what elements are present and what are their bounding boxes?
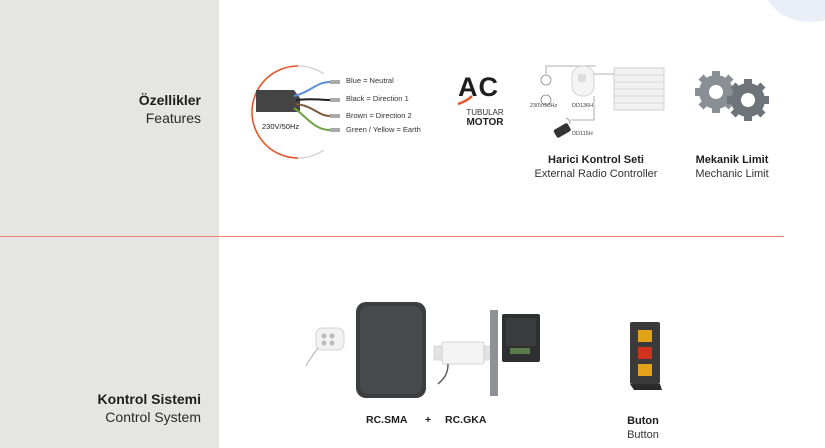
ext-voltage: 230V/50Hz bbox=[530, 103, 558, 109]
external-title-tr: Harici Kontrol Seti bbox=[548, 154, 644, 166]
button-title-en: Button bbox=[627, 429, 659, 441]
ac-logo-line2: MOTOR bbox=[466, 117, 504, 128]
features-label-en: Features bbox=[145, 110, 201, 126]
mechanic-title-en: Mechanic Limit bbox=[695, 168, 769, 180]
gears-icon bbox=[695, 71, 769, 121]
rc-gka-label: RC.GKA bbox=[445, 414, 487, 426]
ac-logo-text: AC bbox=[458, 72, 499, 102]
rc-sma-label: RC.SMA bbox=[366, 414, 408, 426]
section-divider bbox=[0, 236, 784, 237]
remote-code: DD115H bbox=[572, 131, 593, 137]
motor-voltage: 230V/50Hz bbox=[262, 122, 300, 131]
motor-wiring-diagram bbox=[251, 65, 340, 159]
wire-black: Black = Direction 1 bbox=[346, 94, 409, 103]
features-label-tr: Özellikler bbox=[138, 92, 201, 108]
mechanic-limit-caption: Mekanik Limit Mechanic Limit bbox=[682, 153, 782, 181]
ac-motor-logo bbox=[457, 95, 473, 106]
button-title-tr: Buton bbox=[627, 415, 659, 427]
external-controller-illustration bbox=[540, 65, 665, 138]
wire-brown: Brown = Direction 2 bbox=[346, 111, 412, 120]
receiver-code: DD136H bbox=[572, 103, 594, 109]
features-heading: Özellikler Features bbox=[139, 91, 201, 127]
external-controller-caption: Harici Kontrol Seti External Radio Contr… bbox=[526, 153, 666, 181]
plus-sign: + bbox=[425, 414, 432, 426]
left-column bbox=[0, 0, 219, 448]
control-heading: Kontrol Sistemi Control System bbox=[98, 390, 201, 426]
wire-blue: Blue = Neutral bbox=[346, 76, 394, 85]
mechanic-title-tr: Mekanik Limit bbox=[695, 154, 769, 166]
corner-decoration bbox=[765, 0, 825, 22]
control-label-en: Control System bbox=[105, 409, 201, 425]
wire-green-yellow: Green / Yellow = Earth bbox=[346, 125, 421, 134]
external-title-en: External Radio Controller bbox=[534, 168, 658, 180]
key-remote bbox=[305, 327, 345, 367]
rc-devices-illustration bbox=[305, 302, 540, 398]
ac-logo-line1: TUBULAR bbox=[466, 108, 504, 117]
button-panel-illustration bbox=[630, 322, 662, 390]
control-label-tr: Kontrol Sistemi bbox=[97, 391, 201, 407]
button-caption: Buton Button bbox=[618, 414, 668, 442]
